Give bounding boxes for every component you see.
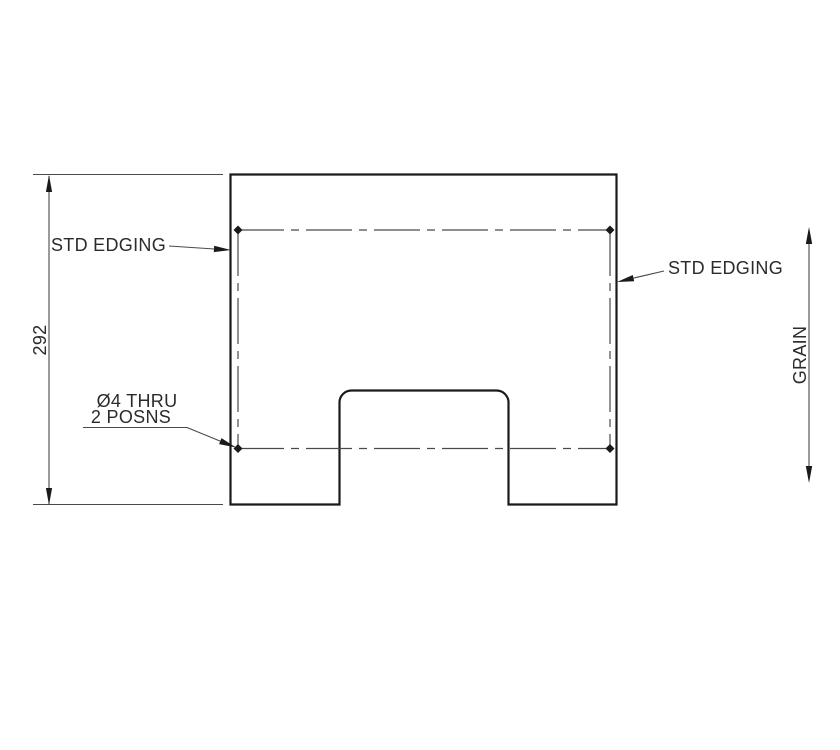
point-marker-bottom-left xyxy=(233,444,243,453)
hole-note-line2: 2 POSNS xyxy=(91,407,171,427)
dimension-arrow-down-icon xyxy=(45,488,53,505)
part-outline-path xyxy=(229,173,618,506)
edging-left-label: STD EDGING xyxy=(51,235,166,255)
grain-arrow-down-icon xyxy=(805,466,813,483)
hole-note-callout: Ø4 THRU 2 POSNS xyxy=(83,391,236,448)
edging-right-leader xyxy=(633,270,665,279)
hole-note-arrow-icon xyxy=(219,438,236,448)
point-marker-top-left xyxy=(233,225,243,235)
edging-callout-left: STD EDGING xyxy=(51,235,231,255)
grain-arrow-up-icon xyxy=(805,227,813,244)
dimension-arrow-up-icon xyxy=(45,175,53,192)
hole-note-line1: Ø4 THRU xyxy=(97,391,178,411)
edging-left-arrow-icon xyxy=(213,245,231,253)
dimension-value: 292 xyxy=(30,325,50,356)
edging-left-leader xyxy=(168,245,215,250)
grain-indicator: GRAIN xyxy=(790,227,813,483)
part-outline xyxy=(229,173,618,506)
grain-label: GRAIN xyxy=(790,326,810,385)
dimension-292: 292 xyxy=(30,173,223,506)
point-marker-top-right xyxy=(605,225,615,235)
edging-right-arrow-icon xyxy=(617,275,635,282)
hole-note-leader xyxy=(186,426,221,442)
edging-callout-right: STD EDGING xyxy=(617,258,783,282)
point-marker-bottom-right xyxy=(605,444,615,453)
centerlines xyxy=(233,225,615,453)
edging-right-label: STD EDGING xyxy=(668,258,783,278)
